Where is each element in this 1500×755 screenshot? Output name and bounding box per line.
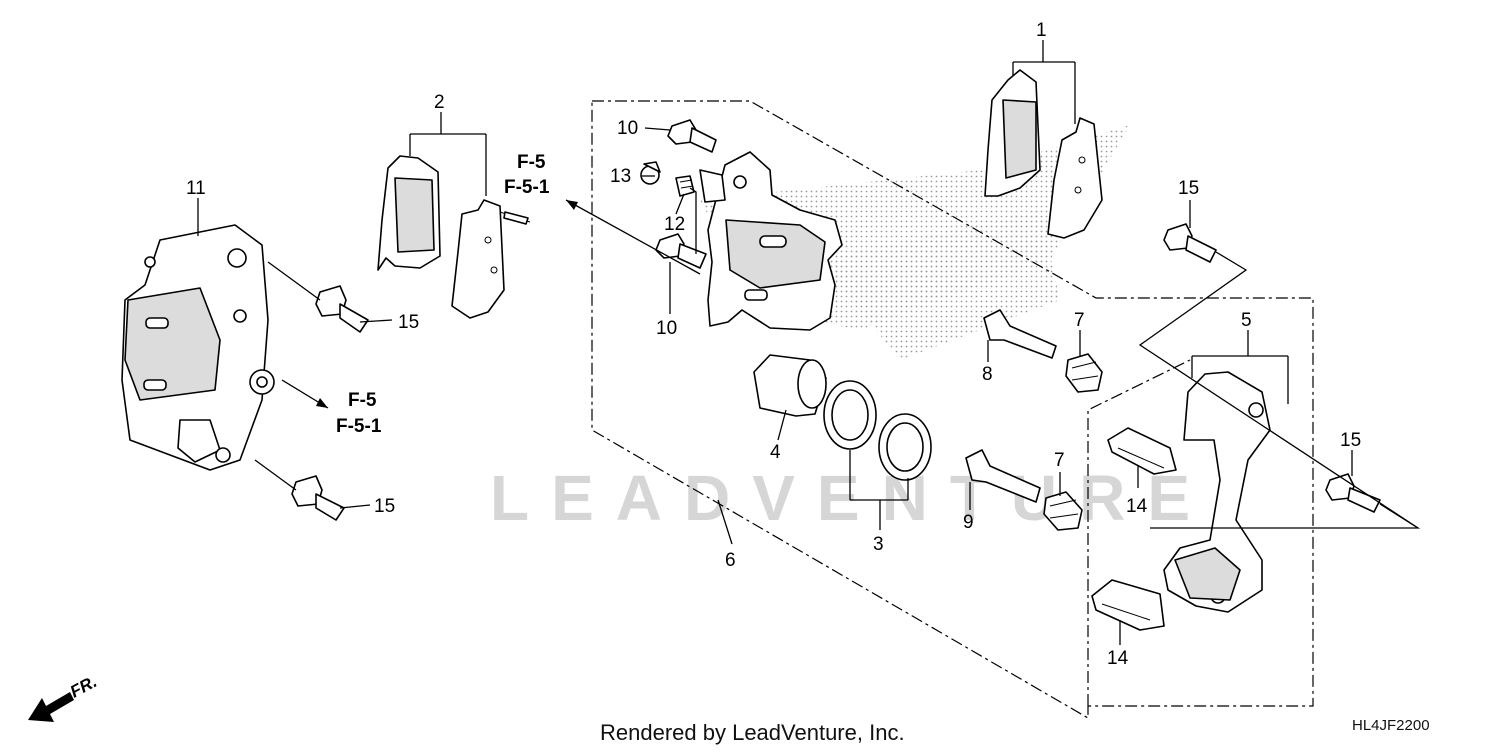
callout-11[interactable]: 11 [186, 178, 206, 199]
bleeder-cap-13[interactable] [640, 161, 661, 185]
callout-labels: 1 2 3 4 5 6 7 7 8 9 10 10 11 12 13 14 14… [186, 20, 1361, 669]
pin-boot-7-upper[interactable] [1065, 353, 1103, 393]
brake-pads-2[interactable] [377, 155, 531, 319]
piston-seals-3[interactable] [823, 380, 932, 481]
bolt-15-right-upper[interactable] [1163, 223, 1217, 263]
caliper-assembly-boundary [591, 100, 1314, 720]
slide-pin-9[interactable] [965, 449, 1041, 503]
reference-upper-line1[interactable]: F-5 [517, 152, 546, 173]
callout-10-lower[interactable]: 10 [656, 318, 677, 339]
callout-4[interactable]: 4 [770, 442, 781, 463]
caliper-assembly-11[interactable] [121, 224, 275, 471]
callout-5[interactable]: 5 [1241, 310, 1252, 331]
callout-12[interactable]: 12 [664, 214, 685, 235]
reference-upper-line2[interactable]: F-5-1 [504, 177, 550, 198]
bolt-10-lower[interactable] [655, 233, 707, 269]
bleeder-screw-12[interactable] [675, 175, 695, 197]
front-direction-indicator: FR. [28, 672, 100, 722]
reference-lower-line1[interactable]: F-5 [348, 390, 377, 411]
bolt-15-left-upper[interactable] [315, 285, 369, 333]
callout-15-left-lower[interactable]: 15 [374, 496, 395, 517]
pad-spring-14-lower[interactable] [1091, 579, 1165, 631]
callout-8[interactable]: 8 [982, 364, 993, 385]
bolt-15-right-lower[interactable] [1325, 473, 1381, 513]
diagram-code: HL4JF2200 [1352, 717, 1430, 734]
bolt-15-left-lower[interactable] [291, 475, 345, 521]
callout-13[interactable]: 13 [610, 166, 631, 187]
bracket-boundary [1087, 359, 1191, 706]
footer-credit: Rendered by LeadVenture, Inc. [600, 720, 905, 745]
watermark-text: LEADVENTURE [490, 462, 1212, 534]
caliper-bracket-5[interactable] [1163, 371, 1271, 613]
pin-boot-7-lower[interactable] [1043, 491, 1083, 531]
callout-9[interactable]: 9 [963, 512, 974, 533]
callout-14-lower[interactable]: 14 [1107, 648, 1129, 669]
callout-3[interactable]: 3 [873, 534, 884, 555]
reference-lower-line2[interactable]: F-5-1 [336, 416, 382, 437]
callout-6[interactable]: 6 [725, 550, 736, 571]
callout-15-right-upper[interactable]: 15 [1178, 178, 1199, 199]
front-arrow-icon [28, 692, 74, 722]
pad-spring-14-upper[interactable] [1107, 427, 1177, 475]
caliper-body-6[interactable] [699, 151, 843, 331]
callout-10-upper[interactable]: 10 [617, 118, 638, 139]
callout-15-left-upper[interactable]: 15 [398, 312, 419, 333]
callout-1[interactable]: 1 [1036, 20, 1047, 41]
reference-labels: F-5 F-5-1 F-5 F-5-1 [336, 152, 550, 437]
piston-4[interactable] [753, 354, 827, 417]
callout-2[interactable]: 2 [434, 92, 445, 113]
callout-15-right-lower[interactable]: 15 [1340, 430, 1361, 451]
bolt-10-upper[interactable] [667, 119, 717, 153]
watermark: LEADVENTURE [490, 462, 1212, 534]
callout-7-upper[interactable]: 7 [1074, 310, 1085, 331]
slide-pin-8[interactable] [983, 309, 1057, 359]
leader-lines [197, 40, 1421, 645]
callout-7-lower[interactable]: 7 [1054, 450, 1065, 471]
brake-pads-1[interactable] [984, 69, 1103, 239]
callout-14-upper[interactable]: 14 [1126, 496, 1148, 517]
